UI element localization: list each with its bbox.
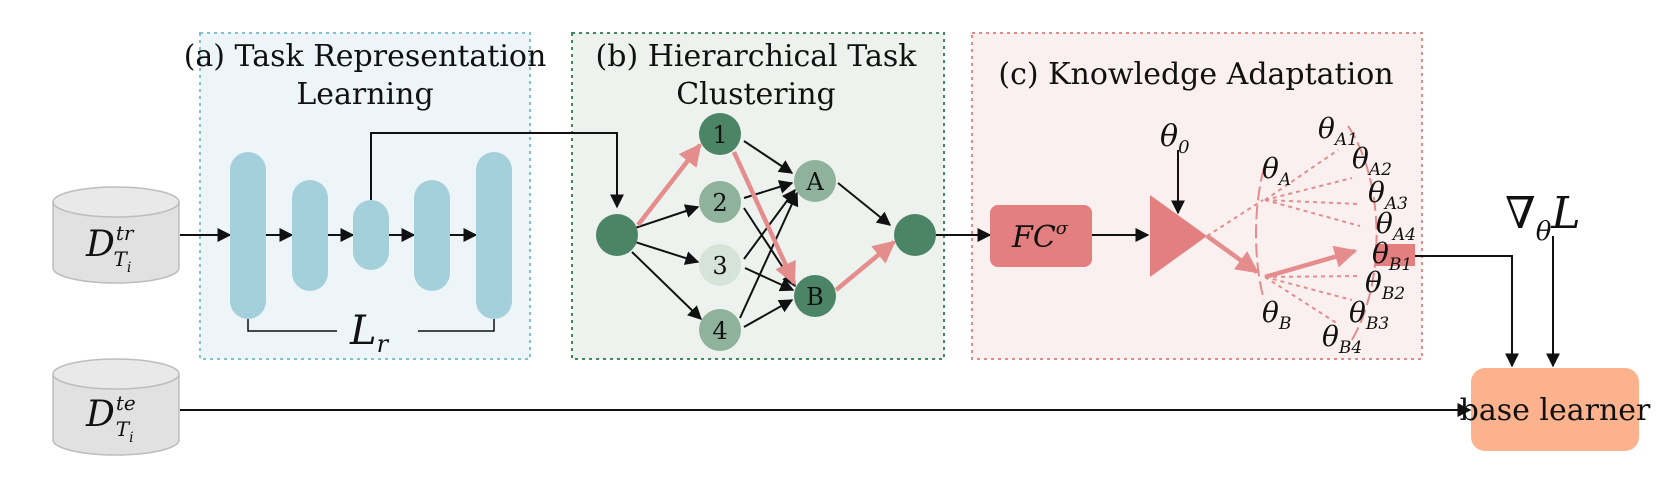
encoder-block-2 — [292, 180, 328, 291]
fan-B4 — [1264, 276, 1339, 325]
thetaA4-label: θA4 — [1376, 207, 1416, 245]
gate-triangle — [1150, 195, 1207, 277]
path-B-out — [834, 240, 896, 292]
thetaB1-highlight — [1375, 244, 1415, 266]
edge-4-B — [743, 299, 794, 328]
cluster-node-2-label: 2 — [712, 189, 727, 217]
outer-arc — [1347, 125, 1378, 347]
cluster-node-B — [794, 275, 836, 317]
fc-sigma-box — [990, 205, 1092, 267]
edge-3-B — [744, 267, 795, 292]
thetaB2-label: θB2 — [1365, 266, 1405, 304]
thetaA3-label: θA3 — [1368, 176, 1408, 214]
bottleneck-block — [353, 200, 389, 270]
thetaB3-label: θB3 — [1349, 296, 1389, 334]
cluster-node-A-label: A — [805, 168, 824, 196]
theta0-label: θ0 — [1160, 119, 1190, 158]
edge-root-2 — [634, 204, 700, 229]
edge-1-A — [743, 140, 794, 174]
base-learner-label: base learner — [1460, 393, 1651, 428]
reconstruction-loss-label: Lr — [349, 308, 390, 358]
edge-gate-thetaA — [1206, 199, 1264, 237]
encoder-block-1 — [230, 152, 266, 319]
decoder-block-1 — [414, 180, 450, 291]
thetaB-fanout — [1264, 275, 1361, 325]
edge-gate-thetaB — [1205, 234, 1259, 274]
base-learner-box — [1471, 368, 1639, 451]
arrow-bottleneck-to-cluster — [370, 132, 624, 209]
cluster-node-A — [794, 160, 836, 202]
cluster-node-4-label: 4 — [712, 317, 727, 345]
thetaA-fanout — [1264, 149, 1361, 227]
path-root-1 — [636, 143, 702, 227]
cluster-node-4 — [699, 309, 741, 351]
edge-root-4 — [631, 251, 703, 320]
fan-B3 — [1264, 276, 1353, 301]
test-database-icon — [52, 358, 180, 456]
cluster-edges — [631, 140, 892, 328]
fan-A2 — [1264, 177, 1353, 201]
thetaA-label: θA — [1262, 152, 1291, 190]
decoder-block-2 — [476, 152, 512, 319]
gradient-label: ∇θL — [1505, 188, 1581, 247]
path-1-B — [731, 151, 797, 286]
loss-bracket-left — [247, 319, 337, 332]
fan-A4 — [1264, 199, 1361, 227]
edge-root-3 — [634, 241, 700, 265]
panel-a-title-line2: Learning — [296, 77, 433, 112]
thetaA1-label: θA1 — [1318, 112, 1358, 150]
panel-b-box — [571, 32, 945, 360]
cluster-node-1 — [699, 113, 741, 155]
fc-sigma-label: FCσ — [1011, 218, 1069, 255]
thetaB4-label: θB4 — [1322, 320, 1362, 358]
cluster-node-3-label: 3 — [712, 252, 727, 280]
cluster-node-1-label: 1 — [712, 121, 727, 149]
fan-A1 — [1264, 149, 1339, 201]
cluster-node-B-label: B — [806, 283, 824, 311]
arrow-thetaB1-to-learner — [1415, 255, 1519, 368]
cluster-output-node — [894, 214, 936, 256]
loss-bracket-right — [418, 319, 495, 332]
inner-arc — [1255, 167, 1265, 301]
panel-a-title-line1: (a) Task Representation — [184, 39, 547, 74]
edge-A-out — [837, 182, 892, 226]
edge-4-A — [739, 191, 799, 319]
highlighted-path — [636, 143, 896, 292]
panel-b-title-line2: Clustering — [676, 77, 836, 112]
fan-B1 — [1264, 245, 1358, 280]
panel-c-title: (c) Knowledge Adaptation — [998, 57, 1393, 92]
cluster-node-3 — [699, 244, 741, 286]
panel-c-box — [971, 32, 1423, 360]
thetaB1-label: θB1 — [1372, 237, 1412, 275]
thetaB-label: θB — [1262, 296, 1291, 334]
cluster-node-2 — [699, 181, 741, 223]
panel-b-title-line1: (b) Hierarchical Task — [596, 39, 918, 74]
thetaA2-label: θA2 — [1352, 142, 1392, 180]
train-database-icon — [52, 186, 180, 284]
cluster-root-node — [596, 214, 638, 256]
